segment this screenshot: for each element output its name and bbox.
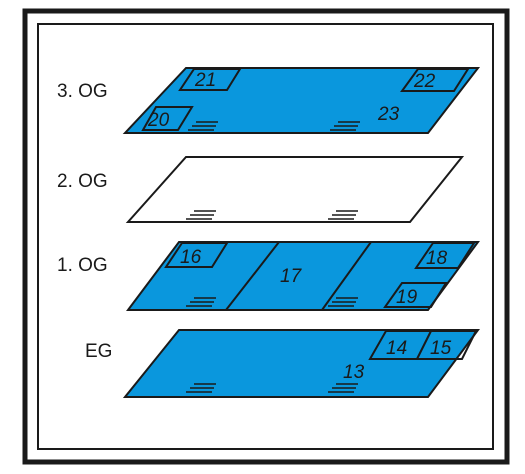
room-21-outline (178, 68, 242, 91)
room-15-number: 15 (430, 338, 452, 359)
floor-3og: 21 22 20 23 3. OG (57, 67, 481, 134)
floor-3og-slab (122, 67, 481, 134)
room-20-outline (141, 106, 194, 131)
room-17-number: 17 (280, 266, 303, 287)
stair-symbol (188, 121, 218, 131)
floor-label-1og: 1. OG (57, 255, 108, 276)
room-14-15-divider (416, 330, 432, 360)
room-14-number: 14 (386, 338, 407, 359)
stair-symbol (328, 383, 358, 393)
room-18-number: 18 (426, 248, 448, 269)
room-18-outline (414, 242, 476, 269)
floor-1og: 16 17 18 19 1. OG (57, 241, 480, 311)
stair-symbol (328, 297, 358, 307)
stair-symbol (330, 121, 360, 131)
room-17-wall-right (321, 241, 372, 311)
room-14-15-outline (368, 330, 478, 360)
room-20-number: 20 (147, 110, 170, 131)
floor-2og-slab (125, 156, 465, 223)
stair-symbol (328, 210, 358, 220)
room-22-number: 22 (413, 71, 436, 92)
stair-symbol (186, 297, 216, 307)
floor-label-3og: 3. OG (57, 81, 108, 102)
floor-label-eg: EG (85, 341, 112, 362)
room-19-outline (383, 282, 448, 308)
stair-symbol (186, 210, 216, 220)
floor-eg: 14 15 13 EG (85, 329, 480, 398)
floor-2og: 2. OG (57, 156, 465, 223)
floor-eg-slab (122, 329, 480, 398)
inner-frame (37, 23, 494, 450)
floor-1og-slab (126, 241, 480, 311)
floor-label-2og: 2. OG (57, 171, 108, 192)
room-23-number: 23 (377, 104, 400, 125)
room-16-number: 16 (180, 247, 202, 268)
stair-symbol (186, 383, 216, 393)
room-17-wall-left (225, 241, 280, 311)
room-22-outline (400, 68, 470, 92)
room-21-number: 21 (194, 70, 216, 91)
room-16-outline (164, 242, 229, 268)
room-19-number: 19 (396, 287, 418, 308)
room-13-number: 13 (343, 362, 365, 383)
outer-frame (22, 8, 510, 465)
